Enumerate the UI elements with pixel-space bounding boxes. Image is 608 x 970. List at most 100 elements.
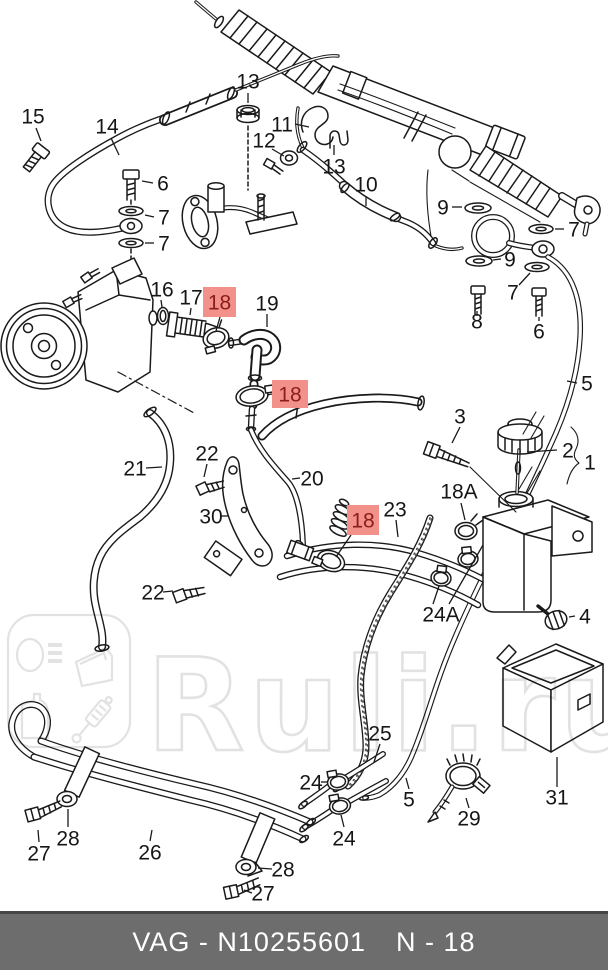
part-label-1[interactable]: 1 <box>584 452 596 475</box>
part-label-11[interactable]: 11 <box>271 114 293 137</box>
part-label-29[interactable]: 29 <box>457 808 480 831</box>
leader-line <box>160 299 163 308</box>
part-label-7[interactable]: 7 <box>158 233 170 256</box>
part-label-13[interactable]: 13 <box>236 71 259 94</box>
part-label-6[interactable]: 6 <box>157 173 169 196</box>
leader-line <box>448 544 484 605</box>
leader-line <box>451 426 461 444</box>
part-label-26[interactable]: 26 <box>138 842 161 865</box>
part-label-5[interactable]: 5 <box>403 789 415 812</box>
leader-line <box>460 502 466 521</box>
leader-line <box>568 615 576 618</box>
part-label-12[interactable]: 12 <box>252 130 275 153</box>
leader-line <box>141 180 154 184</box>
part-label-22[interactable]: 22 <box>141 582 164 605</box>
leader-line <box>340 814 345 828</box>
part-label-24[interactable]: 24 <box>299 772 323 795</box>
leader-line <box>566 380 578 384</box>
leader-line <box>243 889 253 894</box>
part-label-15[interactable]: 15 <box>21 106 44 129</box>
footer-part-number: VAG - N10255601 <box>132 926 367 957</box>
part-label-30[interactable]: 30 <box>199 506 222 529</box>
part-label-20[interactable]: 20 <box>300 468 323 491</box>
leader-line <box>465 797 470 809</box>
leader-line <box>149 829 153 842</box>
watermark-logo <box>6 613 132 749</box>
leader-line <box>373 743 381 763</box>
leader-line <box>144 214 155 218</box>
footer-bar: VAG - N10255601 N - 18 <box>0 911 608 970</box>
part-label-22[interactable]: 22 <box>195 443 218 466</box>
watermark-text: Ruli.ru <box>146 632 608 781</box>
part-label-31[interactable]: 31 <box>545 787 568 810</box>
clamps-24 <box>298 754 386 833</box>
diagram-artwork <box>0 0 604 900</box>
part-label-highlight[interactable] <box>272 380 308 408</box>
pressure-hose-14 <box>22 54 340 283</box>
leader-line <box>335 534 352 558</box>
part-label-17[interactable]: 17 <box>179 287 202 310</box>
leader-line <box>203 463 208 478</box>
part-label-24[interactable]: 24 <box>332 828 356 851</box>
part-label-highlight[interactable] <box>347 505 379 535</box>
diagram-canvas: Ruli.ru 15141311121310677979786532118A20… <box>0 0 608 906</box>
leader-line <box>271 148 285 157</box>
leader-line <box>189 307 192 316</box>
leader-line <box>395 519 399 538</box>
part-label-18[interactable]: 18 <box>208 292 231 315</box>
return-hose-10 <box>295 106 555 317</box>
part-label-28[interactable]: 28 <box>56 828 79 851</box>
part-label-19[interactable]: 19 <box>255 293 278 316</box>
part-label-5[interactable]: 5 <box>581 373 593 396</box>
part-label-9[interactable]: 9 <box>437 197 449 220</box>
part-label-27[interactable]: 27 <box>251 883 274 906</box>
flange-and-bracket <box>181 104 349 250</box>
part-label-7[interactable]: 7 <box>158 207 170 230</box>
part-label-highlight[interactable] <box>203 287 236 317</box>
leader-line <box>518 272 531 286</box>
elbow-and-clamps <box>117 319 425 555</box>
leader-line <box>257 867 273 870</box>
fluid-reservoir <box>422 411 593 631</box>
part-label-13[interactable]: 13 <box>322 156 345 179</box>
leader-line <box>492 258 502 261</box>
part-label-24A[interactable]: 24A <box>422 604 459 627</box>
leader-line <box>145 466 163 469</box>
reservoir-holder-31 <box>496 643 604 753</box>
part-label-2[interactable]: 2 <box>562 440 574 463</box>
leader-line <box>110 137 120 156</box>
part-label-9[interactable]: 9 <box>504 249 516 272</box>
part-label-16[interactable]: 16 <box>150 279 173 302</box>
leader-line <box>294 123 310 128</box>
part-label-21[interactable]: 21 <box>123 458 146 481</box>
power-steering-pump <box>0 257 218 393</box>
cooler-pipe-26 <box>12 704 317 900</box>
part-label-18[interactable]: 18 <box>351 510 374 533</box>
leader-line <box>215 316 221 332</box>
part-label-6[interactable]: 6 <box>533 321 545 344</box>
part-label-7[interactable]: 7 <box>568 219 580 242</box>
part-label-8[interactable]: 8 <box>471 311 483 334</box>
leader-line <box>526 449 558 453</box>
leader-line <box>35 127 42 142</box>
leader-line <box>291 477 301 480</box>
leader-line <box>37 829 40 843</box>
watermark: Ruli.ru <box>6 613 608 782</box>
leader-line <box>405 777 410 790</box>
part-label-18[interactable]: 18 <box>278 384 301 407</box>
leader-line <box>432 585 440 605</box>
part-label-25[interactable]: 25 <box>368 723 391 746</box>
part-label-3[interactable]: 3 <box>454 406 466 429</box>
part-label-10[interactable]: 10 <box>354 174 377 197</box>
leader-line <box>266 393 273 396</box>
worm-clamp-29 <box>427 753 491 823</box>
part-label-4[interactable]: 4 <box>579 606 591 629</box>
part-label-27[interactable]: 27 <box>27 843 50 866</box>
leader-line <box>162 590 174 593</box>
part-label-14[interactable]: 14 <box>95 116 119 139</box>
part-label-23[interactable]: 23 <box>383 499 406 522</box>
part-label-28[interactable]: 28 <box>271 859 294 882</box>
part-label-7[interactable]: 7 <box>507 282 519 305</box>
part-label-18A[interactable]: 18A <box>440 481 477 504</box>
